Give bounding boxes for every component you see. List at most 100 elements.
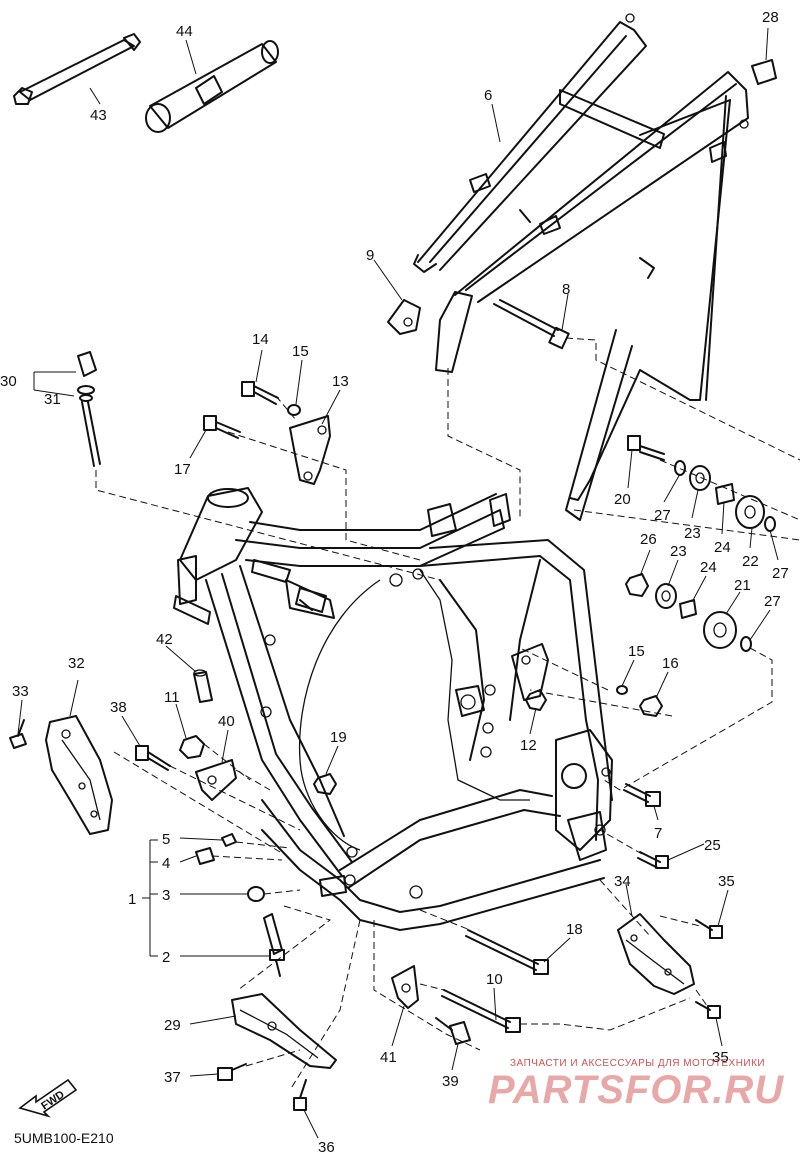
main-frame [173,487,613,931]
callout-31: 31 [44,391,61,408]
bolt-17 [203,415,241,439]
bolt-33 [9,719,27,749]
callout-38: 38 [110,699,127,716]
collar-23b [655,583,677,609]
callout-27b: 27 [772,565,789,582]
callout-1: 1 [128,891,136,908]
callout-34: 34 [614,873,631,890]
callout-9: 9 [366,247,374,264]
nut-16 [639,695,663,717]
guard-34 [617,913,695,995]
bolt-14 [241,381,279,405]
callout-39: 39 [442,1073,459,1090]
callout-12: 12 [520,737,537,754]
wrench-43 [13,33,141,105]
callout-8: 8 [562,281,570,298]
callout-42: 42 [156,631,173,648]
collar-39 [435,1017,471,1045]
callout-2: 2 [162,949,170,966]
callout-4: 4 [162,855,170,872]
bracket-13 [289,415,331,485]
nut-19 [313,773,337,795]
nut-11 [179,735,205,759]
engine-guard-29 [231,993,337,1069]
nut-12 [525,689,547,711]
callout-25: 25 [704,837,721,854]
callout-21: 21 [734,577,751,594]
callout-16: 16 [662,655,679,672]
bolt-4 [195,847,215,865]
washer-15b [616,685,628,695]
callout-26: 26 [640,531,657,548]
callout-41: 41 [380,1049,397,1066]
collar-24b [679,599,697,619]
nut-26 [625,573,649,597]
callout-35a: 35 [718,873,735,890]
bracket-40 [195,759,237,801]
callout-27c: 27 [764,593,781,610]
callout-11: 11 [164,689,180,706]
washer-3 [247,886,265,902]
guard-32 [45,715,113,835]
bolt-10 [441,989,521,1033]
callout-24b: 24 [700,559,717,576]
callout-17: 17 [174,461,191,478]
collar-24a [715,483,735,505]
bolt-38 [135,745,171,771]
callout-14: 14 [252,331,269,348]
watermark-logo: PARTSFOR.RU [488,1068,785,1112]
callout-35b: 35 [712,1049,729,1066]
callout-23b: 23 [670,543,687,560]
callout-10: 10 [486,971,503,988]
bolt-25 [637,851,669,869]
bolt-18 [465,929,549,975]
clip-5 [221,833,237,847]
rear-subframe [413,13,749,521]
callout-24a: 24 [714,539,731,556]
washer-27a [674,460,686,476]
callout-7: 7 [654,825,662,842]
socket-wrench-44 [145,40,279,133]
callout-23a: 23 [684,525,701,542]
callout-19: 19 [330,729,347,746]
callout-15b: 15 [628,643,645,660]
callout-33: 33 [12,683,29,700]
callout-6: 6 [484,87,492,104]
washer-15a [287,404,301,416]
bracket-41 [391,965,419,1009]
collar-23a [689,465,711,491]
callout-leaders [17,27,779,1139]
bolt-7 [623,783,661,807]
callout-numbers: 43 44 6 28 9 8 14 15 13 30 31 17 20 27 2… [0,9,789,1154]
bolt-8 [493,299,570,350]
damper-42 [193,669,213,703]
connector-lines [95,337,800,1091]
bolt-2 [263,913,285,977]
bolt-36 [293,1079,307,1111]
callout-44: 44 [176,23,193,40]
bracket-9 [387,299,421,335]
bushing-21 [703,611,737,649]
callout-15a: 15 [292,343,309,360]
callout-27a: 27 [654,507,671,524]
drawing-number: 5UMB100-E210 [14,1130,114,1146]
callout-29: 29 [164,1017,181,1034]
callout-20: 20 [614,491,631,508]
watermark-caption: ЗАПЧАСТИ И АКСЕССУАРЫ ДЛЯ МОТОТЕХНИКИ [510,1058,766,1069]
bolt-37 [217,1063,247,1081]
callout-3: 3 [162,887,170,904]
bolt-35a [695,919,723,939]
engine-mount-bracket [511,643,549,701]
fwd-arrow-icon: FWD [18,1078,78,1118]
callout-43: 43 [90,107,107,124]
bolt-35b [695,1001,721,1019]
washer-27c [740,636,752,652]
callout-18: 18 [566,921,583,938]
callout-22: 22 [742,553,759,570]
callout-28: 28 [762,9,779,26]
callout-32: 32 [68,655,85,672]
callout-13: 13 [332,373,349,390]
bushing-22 [735,495,765,529]
callout-30: 30 [0,373,17,390]
